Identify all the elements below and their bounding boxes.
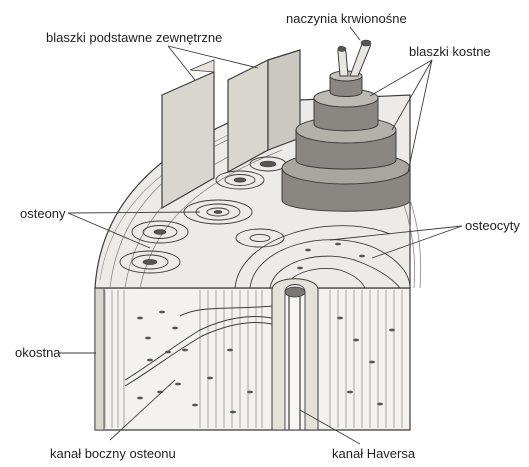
label-naczynia-krwionosne: naczynia krwionośne [286, 11, 407, 26]
label-osteony: osteony [20, 206, 66, 221]
bone-block-front [95, 288, 410, 430]
haversian-canal [272, 279, 318, 430]
lamellae-cylinder [282, 71, 410, 211]
label-okostna: okostna [15, 345, 61, 360]
label-osteocyty: osteocyty [465, 218, 520, 233]
label-kanal-haversa: kanał Haversa [332, 446, 415, 461]
label-blaszki-kostne: blaszki kostne [409, 44, 491, 59]
label-kanal-boczny-osteonu: kanał boczny osteonu [50, 446, 176, 461]
label-blaszki-podstawne: blaszki podstawne zewnętrzne [46, 30, 222, 45]
blood-vessels [338, 40, 371, 76]
